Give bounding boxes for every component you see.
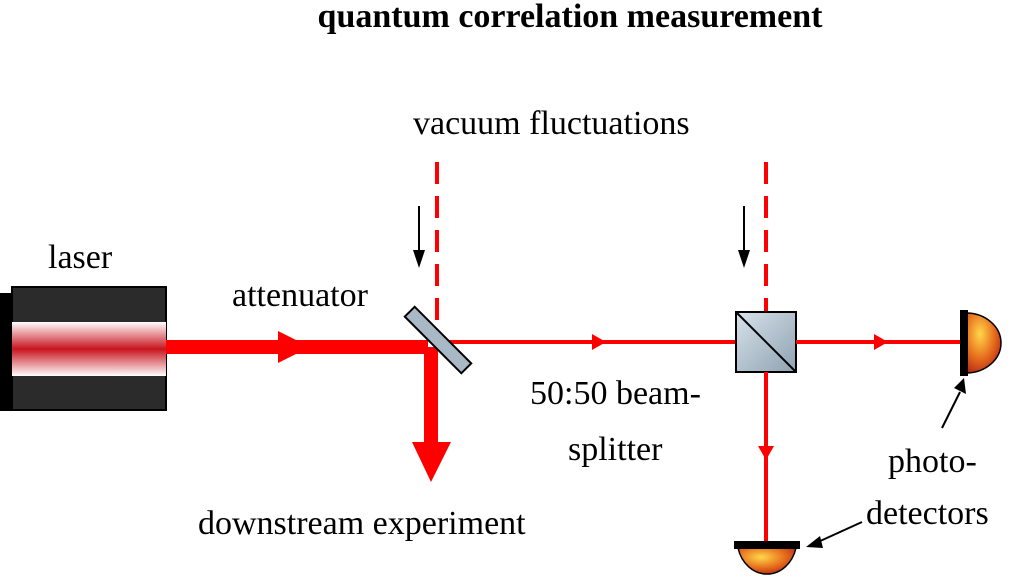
vacuum-pointer-arrow-2 <box>738 206 750 268</box>
diagram-title: quantum correlation measurement <box>318 0 824 35</box>
beam-direction-arrow <box>278 331 310 363</box>
photodetector-bottom <box>734 541 800 575</box>
beamsplitter-label-line2: splitter <box>568 431 663 468</box>
detector-pointer-arrow-1 <box>941 378 966 429</box>
downstream-label: downstream experiment <box>198 505 526 542</box>
laser-label: laser <box>48 239 113 276</box>
detector-pointer-arrow-2 <box>806 521 863 548</box>
attenuator-mirror <box>403 305 473 375</box>
laser-source <box>0 286 167 411</box>
beam-arrow-2 <box>874 334 888 350</box>
vacuum-label: vacuum fluctuations <box>413 105 690 142</box>
beam-arrow-3 <box>758 446 774 460</box>
downstream-arrow <box>412 442 451 482</box>
beamsplitter-label-line1: 50:50 beam- <box>530 375 701 412</box>
downstream-beam <box>424 347 438 443</box>
beam-splitter <box>735 311 797 373</box>
photodetector-right <box>960 310 1002 376</box>
beam-arrow-1 <box>592 334 606 350</box>
attenuator-label: attenuator <box>232 277 369 314</box>
vacuum-pointer-arrow-1 <box>413 206 425 268</box>
photodetectors-label-line2: detectors <box>866 495 989 532</box>
photodetectors-label-line1: photo- <box>888 443 977 480</box>
